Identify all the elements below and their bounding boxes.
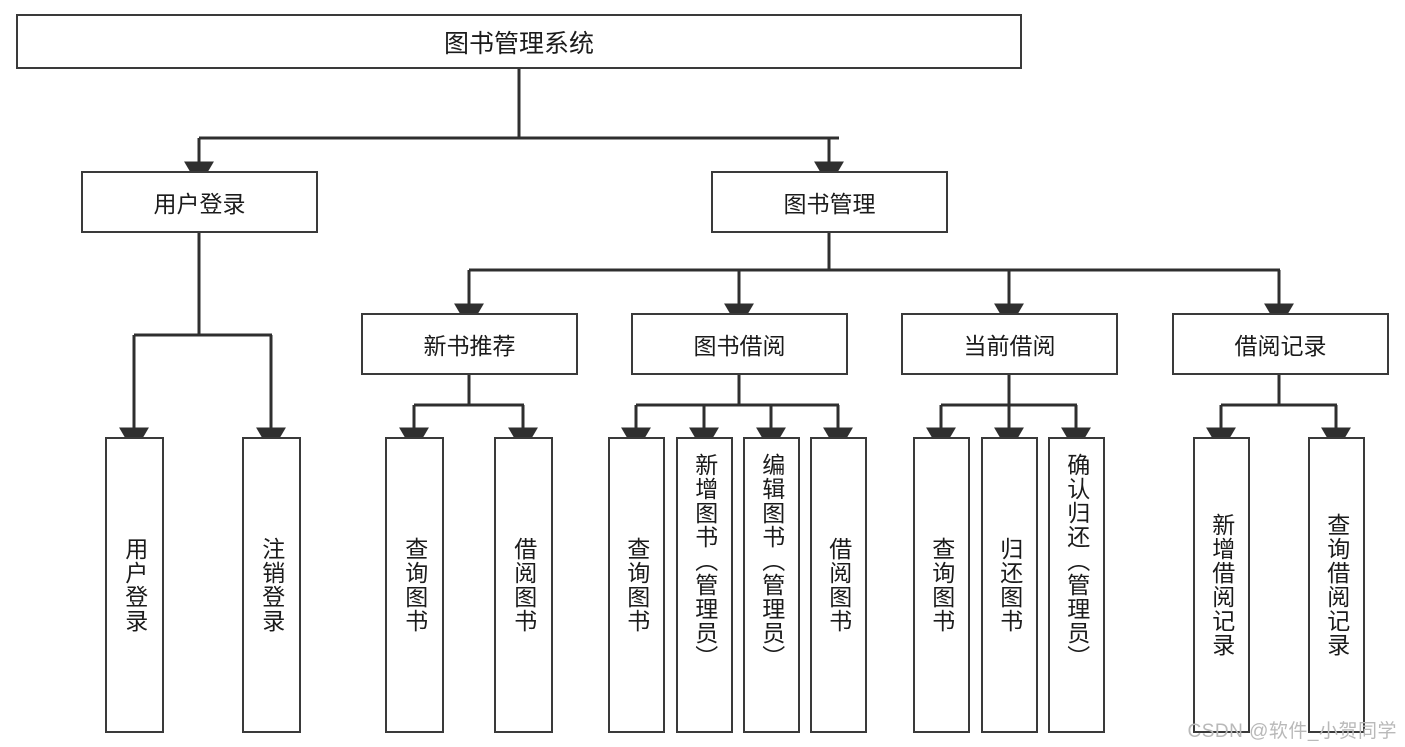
leaf-recommend-query-book-label: 查询图书 (401, 537, 428, 633)
node-borrow-record[interactable]: 借阅记录 (1172, 313, 1389, 375)
node-borrow-record-label: 借阅记录 (1234, 333, 1327, 359)
leaf-borrow-borrow-book[interactable]: 借阅图书 (810, 437, 867, 733)
node-user-login[interactable]: 用户登录 (81, 171, 318, 233)
leaf-current-query-book[interactable]: 查询图书 (913, 437, 970, 733)
node-book-management-label: 图书管理 (783, 191, 876, 217)
leaf-user-login-label: 用户登录 (121, 537, 148, 633)
leaf-borrow-borrow-book-label: 借阅图书 (825, 537, 852, 633)
node-book-borrow-label: 图书借阅 (693, 333, 786, 359)
leaf-current-return-book[interactable]: 归还图书 (981, 437, 1038, 733)
leaf-user-login[interactable]: 用户登录 (105, 437, 164, 733)
leaf-record-query-record[interactable]: 查询借阅记录 (1308, 437, 1365, 733)
leaf-borrow-add-book[interactable]: 新增图书（管理员） (676, 437, 733, 733)
node-new-book-recommend-label: 新书推荐 (423, 333, 516, 359)
leaf-record-add-record-label: 新增借阅记录 (1208, 513, 1235, 657)
leaf-recommend-borrow-book[interactable]: 借阅图书 (494, 437, 553, 733)
leaf-borrow-query-book[interactable]: 查询图书 (608, 437, 665, 733)
leaf-borrow-edit-book-label: 编辑图书（管理员） (758, 453, 785, 669)
leaf-current-confirm-return-label: 确认归还（管理员） (1063, 453, 1090, 669)
leaf-borrow-edit-book[interactable]: 编辑图书（管理员） (743, 437, 800, 733)
leaf-current-return-book-label: 归还图书 (996, 537, 1023, 633)
node-root-label: 图书管理系统 (443, 29, 594, 58)
leaf-recommend-borrow-book-label: 借阅图书 (510, 537, 537, 633)
leaf-borrow-add-book-label: 新增图书（管理员） (691, 453, 718, 669)
leaf-borrow-query-book-label: 查询图书 (623, 537, 650, 633)
leaf-user-logout[interactable]: 注销登录 (242, 437, 301, 733)
node-new-book-recommend[interactable]: 新书推荐 (361, 313, 578, 375)
leaf-current-confirm-return[interactable]: 确认归还（管理员） (1048, 437, 1105, 733)
leaf-current-query-book-label: 查询图书 (928, 537, 955, 633)
leaf-record-add-record[interactable]: 新增借阅记录 (1193, 437, 1250, 733)
node-book-borrow[interactable]: 图书借阅 (631, 313, 848, 375)
node-current-borrow-label: 当前借阅 (963, 333, 1056, 359)
leaf-record-query-record-label: 查询借阅记录 (1323, 513, 1350, 657)
node-user-login-label: 用户登录 (153, 191, 246, 217)
leaf-recommend-query-book[interactable]: 查询图书 (385, 437, 444, 733)
node-root[interactable]: 图书管理系统 (16, 14, 1022, 69)
watermark: CSDN @软件_小贺同学 (1187, 721, 1397, 742)
node-book-management[interactable]: 图书管理 (711, 171, 948, 233)
leaf-user-logout-label: 注销登录 (258, 537, 285, 633)
node-current-borrow[interactable]: 当前借阅 (901, 313, 1118, 375)
